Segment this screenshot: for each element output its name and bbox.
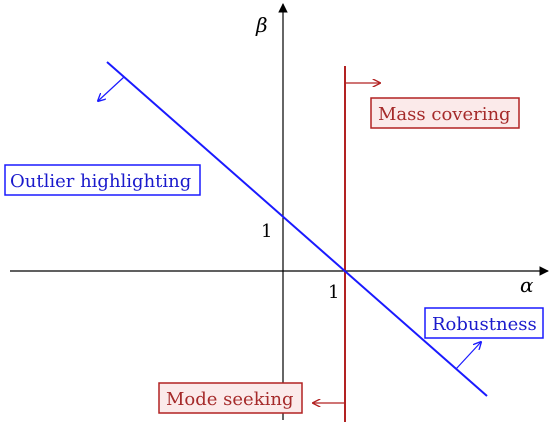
outlier-highlighting-arrow [98, 76, 125, 101]
robustness-arrow [455, 342, 481, 370]
x-axis-label: α [520, 273, 534, 297]
alpha-plus-beta-line [106, 61, 488, 397]
robustness-label-box: Robustness [424, 307, 544, 339]
y-axis-label: β [255, 13, 268, 37]
x-tick-label: 1 [328, 282, 339, 303]
mass-covering-label: Mass covering [378, 104, 511, 125]
mode-seeking-label: Mode seeking [166, 389, 294, 410]
outlier-highlighting-label: Outlier highlighting [10, 171, 191, 192]
y-tick-label: 1 [261, 221, 272, 242]
mode-seeking-label-box: Mode seeking [158, 382, 303, 414]
outlier-highlighting-label-box: Outlier highlighting [4, 164, 201, 196]
robustness-label: Robustness [432, 314, 537, 335]
mass-covering-label-box: Mass covering [370, 97, 520, 129]
